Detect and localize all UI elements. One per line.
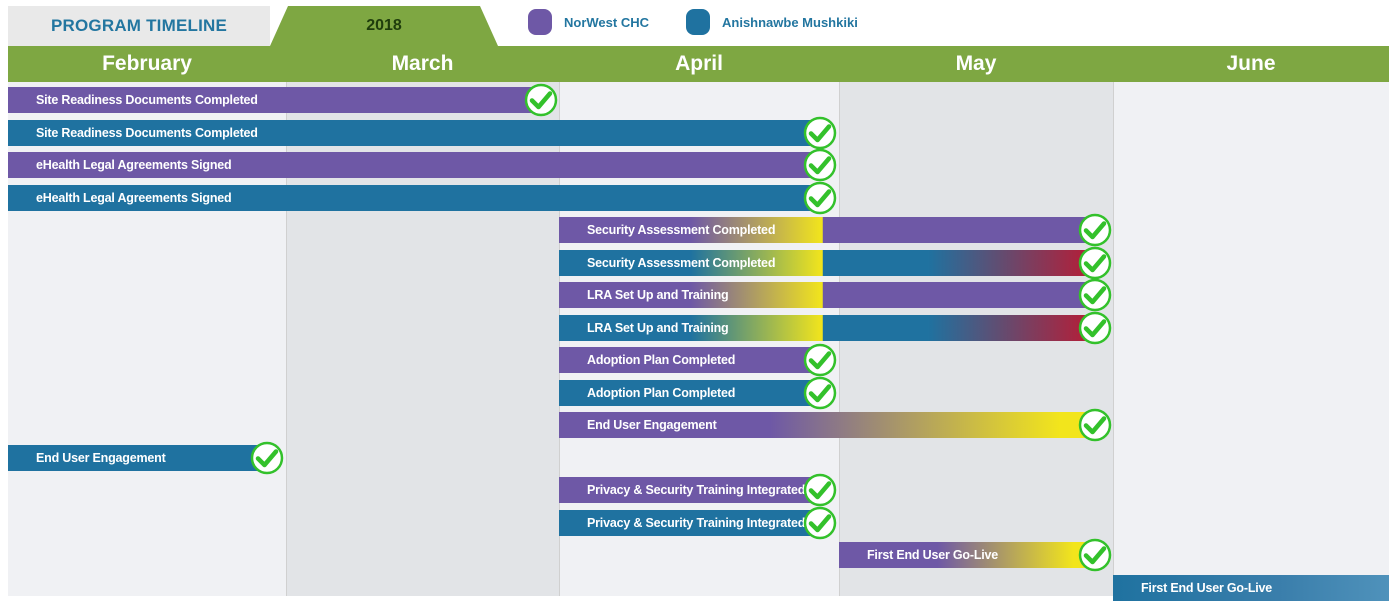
task-label: Site Readiness Documents Completed (36, 126, 258, 140)
check-icon (803, 148, 837, 182)
check-icon (803, 116, 837, 150)
check-icon (1078, 213, 1112, 247)
task-label: Security Assessment Completed (587, 223, 776, 237)
task-bar: Site Readiness Documents Completed (8, 87, 532, 113)
month-label-february: February (102, 52, 192, 75)
task-bar: eHealth Legal Agreements Signed (8, 185, 811, 211)
check-icon (803, 473, 837, 507)
task-label: Privacy & Security Training Integrated (587, 483, 806, 497)
task-label: Site Readiness Documents Completed (36, 93, 258, 107)
task-bar: eHealth Legal Agreements Signed (8, 152, 811, 178)
task-bar: Security Assessment Completed (559, 250, 1086, 276)
task-label: First End User Go-Live (1141, 581, 1273, 595)
task-label: End User Engagement (36, 451, 166, 465)
check-icon (1078, 538, 1112, 572)
check-icon (1078, 246, 1112, 280)
task-bar: End User Engagement (8, 445, 259, 471)
check-icon (803, 181, 837, 215)
check-icon (1078, 278, 1112, 312)
check-icon (1078, 311, 1112, 345)
task-bar: LRA Set Up and Training (559, 315, 1086, 341)
task-label: eHealth Legal Agreements Signed (36, 191, 232, 205)
year-tab[interactable]: 2018 (270, 6, 498, 46)
task-label: Privacy & Security Training Integrated (587, 516, 806, 530)
task-bar: End User Engagement (559, 412, 1086, 438)
task-label: Adoption Plan Completed (587, 386, 736, 400)
column-separator (286, 82, 287, 596)
task-bar: Privacy & Security Training Integrated (559, 510, 811, 536)
task-bar: Security Assessment Completed (559, 217, 1086, 243)
task-bar: Site Readiness Documents Completed (8, 120, 811, 146)
month-column-june (1113, 82, 1389, 596)
task-label: Security Assessment Completed (587, 256, 776, 270)
task-label: Adoption Plan Completed (587, 353, 736, 367)
check-icon (524, 83, 558, 117)
task-bar: Privacy & Security Training Integrated (559, 477, 811, 503)
legend-label-anishnawbe: Anishnawbe Mushkiki (722, 14, 858, 30)
program-timeline-title: PROGRAM TIMELINE (8, 6, 270, 46)
month-label-april: April (675, 52, 723, 75)
legend-item-anishnawbe: Anishnawbe Mushkiki (686, 8, 858, 36)
month-label-june: June (1226, 52, 1276, 75)
task-label: LRA Set Up and Training (587, 321, 729, 335)
check-icon (1078, 408, 1112, 442)
norwest-swatch (528, 9, 552, 35)
task-bar: LRA Set Up and Training (559, 282, 1086, 308)
check-icon (803, 506, 837, 540)
check-icon (250, 441, 284, 475)
month-label-march: March (391, 52, 454, 75)
task-label: End User Engagement (587, 418, 717, 432)
check-icon (803, 343, 837, 377)
month-header: February March April May June (8, 46, 1389, 82)
task-bar: Adoption Plan Completed (559, 347, 811, 373)
month-label-may: May (955, 52, 997, 75)
anishnawbe-swatch (686, 9, 710, 35)
task-label: eHealth Legal Agreements Signed (36, 158, 232, 172)
task-bar: First End User Go-Live (839, 542, 1086, 568)
legend-item-norwest: NorWest CHC (528, 8, 649, 36)
task-label: LRA Set Up and Training (587, 288, 729, 302)
column-separator (1113, 82, 1114, 596)
task-label: First End User Go-Live (867, 548, 999, 562)
task-bar: Adoption Plan Completed (559, 380, 811, 406)
task-bar: First End User Go-Live (1113, 575, 1389, 601)
check-icon (803, 376, 837, 410)
legend-label-norwest: NorWest CHC (564, 14, 649, 30)
